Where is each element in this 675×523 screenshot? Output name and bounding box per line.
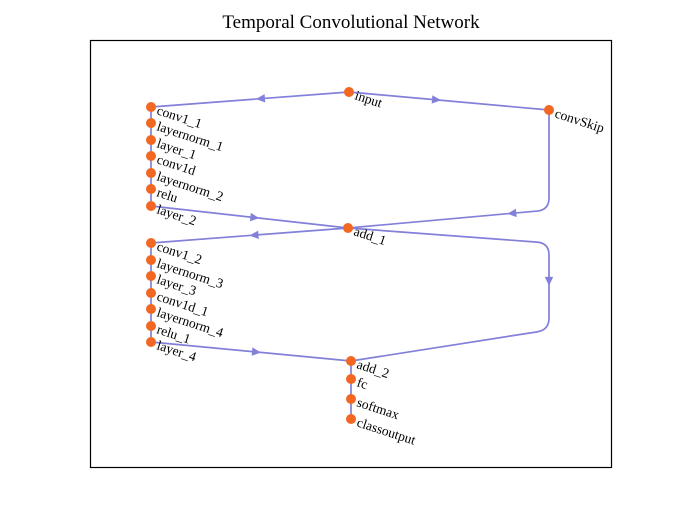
node-relu bbox=[146, 184, 156, 194]
arrowhead-add_1-to-add_2 bbox=[544, 276, 554, 286]
node-layer_1 bbox=[146, 135, 156, 145]
node-conv1_2 bbox=[146, 238, 156, 248]
edge-add_1-to-add_2 bbox=[347, 227, 550, 362]
arrowhead-input-to-convSkip bbox=[431, 95, 441, 104]
arrowhead-layer_2-to-add_1 bbox=[249, 212, 260, 222]
node-add_2 bbox=[346, 356, 356, 366]
arrowheads-layer bbox=[249, 94, 554, 356]
node-fc bbox=[346, 374, 356, 384]
node-conv1d bbox=[146, 151, 156, 161]
node-conv1d_1 bbox=[146, 288, 156, 298]
arrowhead-add_1-to-conv1_2 bbox=[249, 230, 259, 240]
edge-layer_2-to-add_1 bbox=[150, 205, 349, 229]
edge-input-to-convSkip bbox=[348, 91, 550, 111]
node-layernorm_2 bbox=[146, 168, 156, 178]
node-input bbox=[344, 87, 354, 97]
node-layernorm_1 bbox=[146, 118, 156, 128]
node-convSkip bbox=[544, 105, 554, 115]
node-layer_3 bbox=[146, 271, 156, 281]
node-add_1 bbox=[343, 223, 353, 233]
edge-convSkip-to-add_1 bbox=[347, 109, 550, 229]
node-layer_4 bbox=[146, 337, 156, 347]
figure-title: Temporal Convolutional Network bbox=[222, 12, 480, 33]
arrowhead-convSkip-to-add_1 bbox=[507, 208, 517, 218]
node-layer_2 bbox=[146, 201, 156, 211]
node-classoutput bbox=[346, 414, 356, 424]
edge-layer_4-to-add_2 bbox=[150, 341, 352, 362]
node-conv1_1 bbox=[146, 102, 156, 112]
edge-input-to-conv1_1 bbox=[150, 91, 350, 108]
node-label-relu: relu bbox=[155, 185, 180, 206]
node-softmax bbox=[346, 394, 356, 404]
arrowhead-layer_4-to-add_2 bbox=[251, 347, 261, 356]
nodes-layer: inputconvSkipconv1_1layernorm_1layer_1co… bbox=[146, 87, 606, 448]
node-relu_1 bbox=[146, 321, 156, 331]
node-label-fc: fc bbox=[355, 375, 370, 393]
arrowhead-input-to-conv1_1 bbox=[255, 94, 266, 103]
node-layernorm_3 bbox=[146, 255, 156, 265]
node-layernorm_4 bbox=[146, 304, 156, 314]
